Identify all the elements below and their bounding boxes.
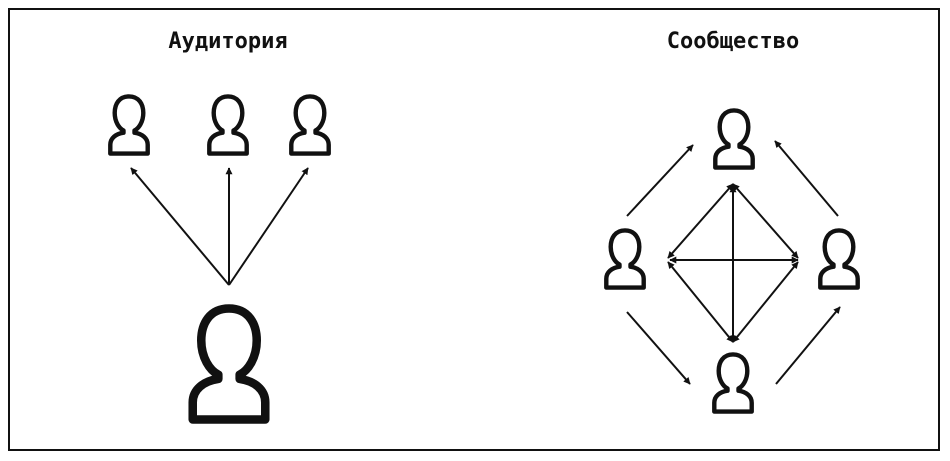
diagram-frame [8,8,940,451]
arrow-left-to-top [626,144,694,217]
audience-diagram [110,96,328,419]
arrow-to-member-1 [130,167,230,286]
community-bottom-person-icon [714,354,751,411]
arrow-left-to-bottom [626,311,691,385]
audience-title: Аудитория [168,29,288,54]
audience-member-2-person-icon [209,96,246,153]
community-top-person-icon [715,110,752,167]
arrow-top-right [732,183,799,259]
community-title: Сообщество [666,29,800,54]
audience-member-3-person-icon [291,96,328,153]
speaker-person-icon [193,309,266,420]
arrow-right-to-top [774,140,839,217]
community-right-person-icon [820,230,857,287]
arrow-bottom-to-right [775,306,841,385]
community-diagram [606,110,857,411]
arrow-to-member-3 [228,167,309,286]
audience-member-1-person-icon [110,96,147,153]
community-left-person-icon [606,230,643,287]
arrow-top-left [667,183,734,259]
arrow-right-bottom [732,261,799,343]
arrow-left-bottom [667,261,734,343]
